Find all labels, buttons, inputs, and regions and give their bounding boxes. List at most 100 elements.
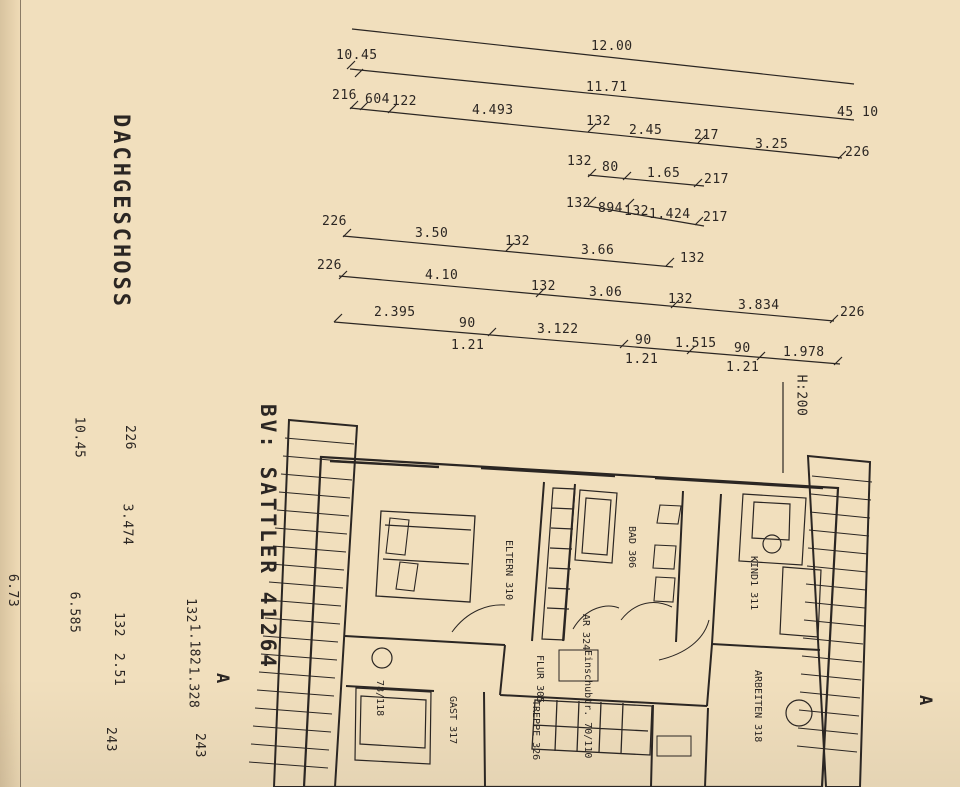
section-marker-left: A [212, 673, 232, 684]
dim-ah: 90 [635, 333, 652, 348]
room-eltern: ELTERN 310 [503, 540, 514, 601]
left-dim-4: 3.474 [119, 503, 135, 546]
bathroom-fixtures [652, 504, 682, 603]
dim-q: 1.424 [649, 207, 691, 222]
dim-window-3: 1.21 [726, 360, 760, 375]
dimension-line-upper-rooms [342, 235, 674, 268]
dim-n: 132 [566, 196, 591, 211]
room-bad: BAD 306 [626, 526, 637, 569]
paper-shadow [0, 677, 960, 787]
builder-label: BV: SATTLER 41264 [256, 404, 280, 670]
dim-d: 4.493 [472, 103, 514, 118]
dim-x: 226 [317, 258, 342, 273]
dim-m: 217 [704, 172, 729, 187]
dim-ac: 3.834 [738, 298, 780, 313]
height-label: H:200 [793, 374, 809, 417]
room-gast: GAST 317 [447, 696, 458, 745]
page-binding-edge [0, 0, 21, 787]
inner-wall-top [329, 459, 824, 490]
left-dim-10: 1.328 [185, 666, 201, 709]
dim-p: 132 [624, 204, 649, 219]
roof-hatching-right [796, 475, 873, 753]
outer-roof-band-left [272, 418, 359, 787]
left-dim-8: 132 [182, 598, 198, 623]
dim-h: 3.25 [755, 137, 789, 152]
dim-aj: 90 [734, 341, 751, 356]
dim-z: 132 [531, 279, 556, 294]
sink-symbol [762, 534, 782, 554]
wardrobe [541, 487, 576, 641]
outer-roof-band-right [806, 454, 872, 787]
far-left-dim: 6.73 [5, 573, 21, 608]
dim-aa: 3.06 [589, 285, 623, 300]
left-dim-1: 10.45 [71, 416, 87, 459]
left-dim-6: 2.51 [111, 652, 127, 687]
dim-left-offset: 10.45 [336, 48, 378, 63]
dim-v: 3.66 [581, 243, 615, 258]
bed-one [375, 510, 476, 603]
dimension-line-corridor-widths [587, 205, 705, 227]
dimension-tick-marks [333, 60, 847, 366]
dim-g: 217 [694, 128, 719, 143]
dim-af: 90 [459, 316, 476, 331]
dim-ad: 226 [840, 305, 865, 320]
dim-j: 132 [567, 154, 592, 169]
dim-ak: 1.978 [783, 345, 825, 360]
inner-wall-lower-rooms [345, 685, 709, 787]
dim-ag: 3.122 [537, 322, 579, 337]
attic-hatch-box [558, 649, 599, 682]
dim-w: 132 [680, 251, 705, 266]
dimension-line-wall-span [338, 275, 835, 322]
dimension-line-12m [351, 28, 855, 85]
room-arbeiten: ARBEITEN 318 [752, 670, 763, 743]
left-dim-9: 1.182 [186, 623, 202, 666]
bed-pillows [385, 517, 419, 592]
left-dim-11: 243 [191, 733, 207, 758]
inner-wall-bath-kid [675, 490, 722, 645]
floor-title: DACHGESCHOSS [108, 114, 133, 309]
dimension-line-room-widths [349, 107, 843, 159]
dimension-line-11m71 [349, 68, 855, 121]
inner-wall-corridor [344, 635, 821, 707]
dim-right-offset: 45 10 [837, 105, 879, 120]
dim-o: 894 [598, 201, 623, 216]
left-dim-3: 226 [121, 425, 137, 450]
inner-wall-bedroom-bath [531, 481, 576, 642]
dim-y: 4.10 [425, 268, 459, 283]
dim-ab: 132 [668, 292, 693, 307]
room-treppe: TREPPE 326 [530, 700, 541, 761]
corridor-doors [451, 602, 710, 661]
roof-hatching-left [248, 437, 355, 769]
stool-symbol [371, 647, 393, 669]
dim-k: 80 [602, 160, 619, 175]
dim-u: 132 [505, 234, 530, 249]
dim-main-width: 11.71 [586, 80, 628, 95]
kitchenette-box [656, 735, 692, 757]
guest-bed [354, 687, 432, 765]
room-flur: FLUR 305 [534, 655, 545, 704]
dim-b: 604 [365, 92, 390, 107]
dim-window-2: 1.21 [625, 352, 659, 367]
dimension-line-bath-widths [587, 174, 705, 187]
dim-t: 3.50 [415, 226, 449, 241]
staircase [531, 699, 653, 756]
left-dim-2: 6.585 [66, 591, 82, 634]
dim-c: 122 [392, 94, 417, 109]
room-storage: 78/118 [374, 680, 385, 717]
section-marker-right: A [915, 695, 935, 706]
dim-i: 226 [845, 145, 870, 160]
dim-f: 2.45 [629, 123, 663, 138]
dim-ae: 2.395 [374, 305, 416, 320]
left-dim-7: 243 [102, 727, 118, 752]
dim-window-1: 1.21 [451, 338, 485, 353]
dim-r: 217 [703, 210, 728, 225]
dim-ai: 1.515 [675, 336, 717, 351]
desk-chair-symbol [785, 699, 813, 727]
room-einschub: Einschubtr. 70/110 [582, 650, 593, 759]
dim-a: 216 [332, 88, 357, 103]
dim-l: 1.65 [647, 166, 681, 181]
bathtub [574, 489, 618, 564]
dim-e: 132 [586, 114, 611, 129]
dimension-line-window-spans [333, 321, 841, 365]
